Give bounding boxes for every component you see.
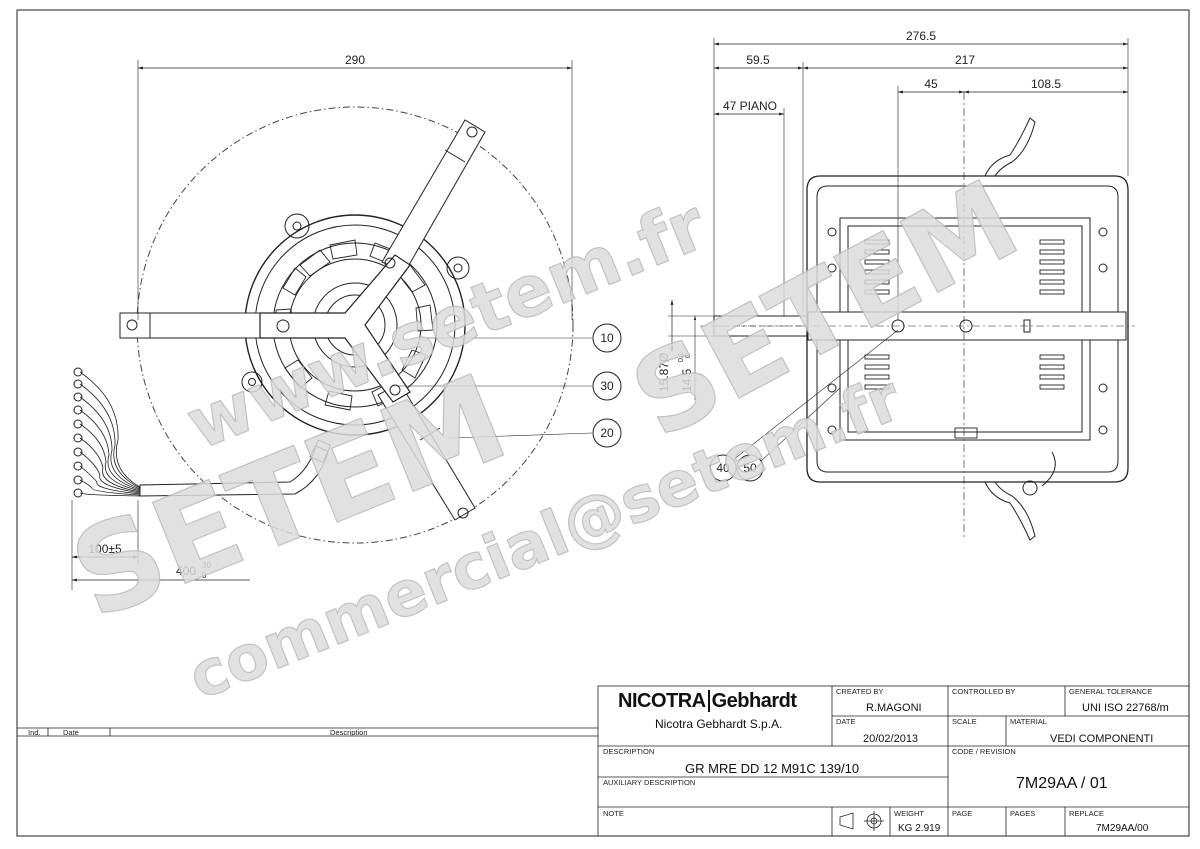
balloon-30: 30 [600, 379, 614, 393]
material-value: VEDI COMPONENTI [1050, 733, 1154, 745]
dim-47-piano: 47 PIANO [723, 99, 777, 113]
material-label: MATERIAL [1010, 717, 1047, 726]
dim-shaft-flat: 14.5 [680, 368, 694, 392]
company-name: Nicotra Gebhardt S.p.A. [655, 717, 783, 731]
dim-cable-tol-upper: 30 [202, 561, 211, 570]
page-label: PAGE [952, 809, 973, 818]
code-revision-label: CODE / REVISION [952, 747, 1016, 756]
pages-label: PAGES [1010, 809, 1036, 818]
side-view [668, 38, 1135, 541]
dim-108-5: 108.5 [1031, 77, 1061, 91]
created-by-value: R.MAGONI [866, 702, 922, 714]
dim-217: 217 [955, 53, 975, 67]
weight-label: WEIGHT [894, 809, 924, 818]
balloon-50: 50 [743, 461, 757, 475]
rev-col-ind: Ind. [28, 728, 41, 737]
description-label: DESCRIPTION [603, 747, 655, 756]
code-revision-value: 7M29AA / 01 [1016, 775, 1108, 792]
dim-45: 45 [924, 77, 938, 91]
replace-value: 7M29AA/00 [1096, 823, 1149, 834]
balloon-40: 40 [716, 461, 730, 475]
balloon-20: 20 [600, 426, 614, 440]
dim-shaft-dia: 15.87Ø [657, 353, 671, 392]
general-tolerance-value: UNI ISO 22768/m [1082, 702, 1169, 714]
front-view [71, 60, 622, 590]
dim-59-5: 59.5 [746, 53, 770, 67]
replace-label: REPLACE [1069, 809, 1105, 818]
date-label: DATE [836, 717, 856, 726]
title-block-grid [17, 685, 1190, 837]
created-by-label: CREATED BY [836, 687, 884, 696]
controlled-by-label: CONTROLLED BY [952, 687, 1016, 696]
note-label: NOTE [603, 809, 624, 818]
weight-value: KG 2.919 [898, 823, 941, 834]
logo-right: Gebhardt [711, 690, 797, 712]
dim-shaft-flat-tol-lower: 0 [685, 354, 692, 358]
general-tolerance-label: GENERAL TOLERANCE [1069, 687, 1153, 696]
description-value: GR MRE DD 12 M91C 139/10 [685, 761, 860, 776]
scale-label: SCALE [952, 717, 977, 726]
dim-276-5: 276.5 [906, 29, 936, 43]
logo-left: NICOTRA [618, 690, 706, 712]
aux-description-label: AUXILIARY DESCRIPTION [603, 778, 696, 787]
rev-col-date: Date [63, 728, 79, 737]
dim-shaft-flat-tol-upper: 0.1 [678, 352, 685, 362]
date-value: 20/02/2013 [863, 733, 919, 745]
balloon-10: 10 [600, 331, 614, 345]
rev-col-desc: Description [330, 728, 368, 737]
dim-290: 290 [345, 53, 365, 67]
dim-cable-offset: 100±5 [88, 542, 122, 556]
dim-cable-tol-lower: 0 [202, 571, 207, 580]
dim-cable-length: 400 [176, 564, 196, 578]
